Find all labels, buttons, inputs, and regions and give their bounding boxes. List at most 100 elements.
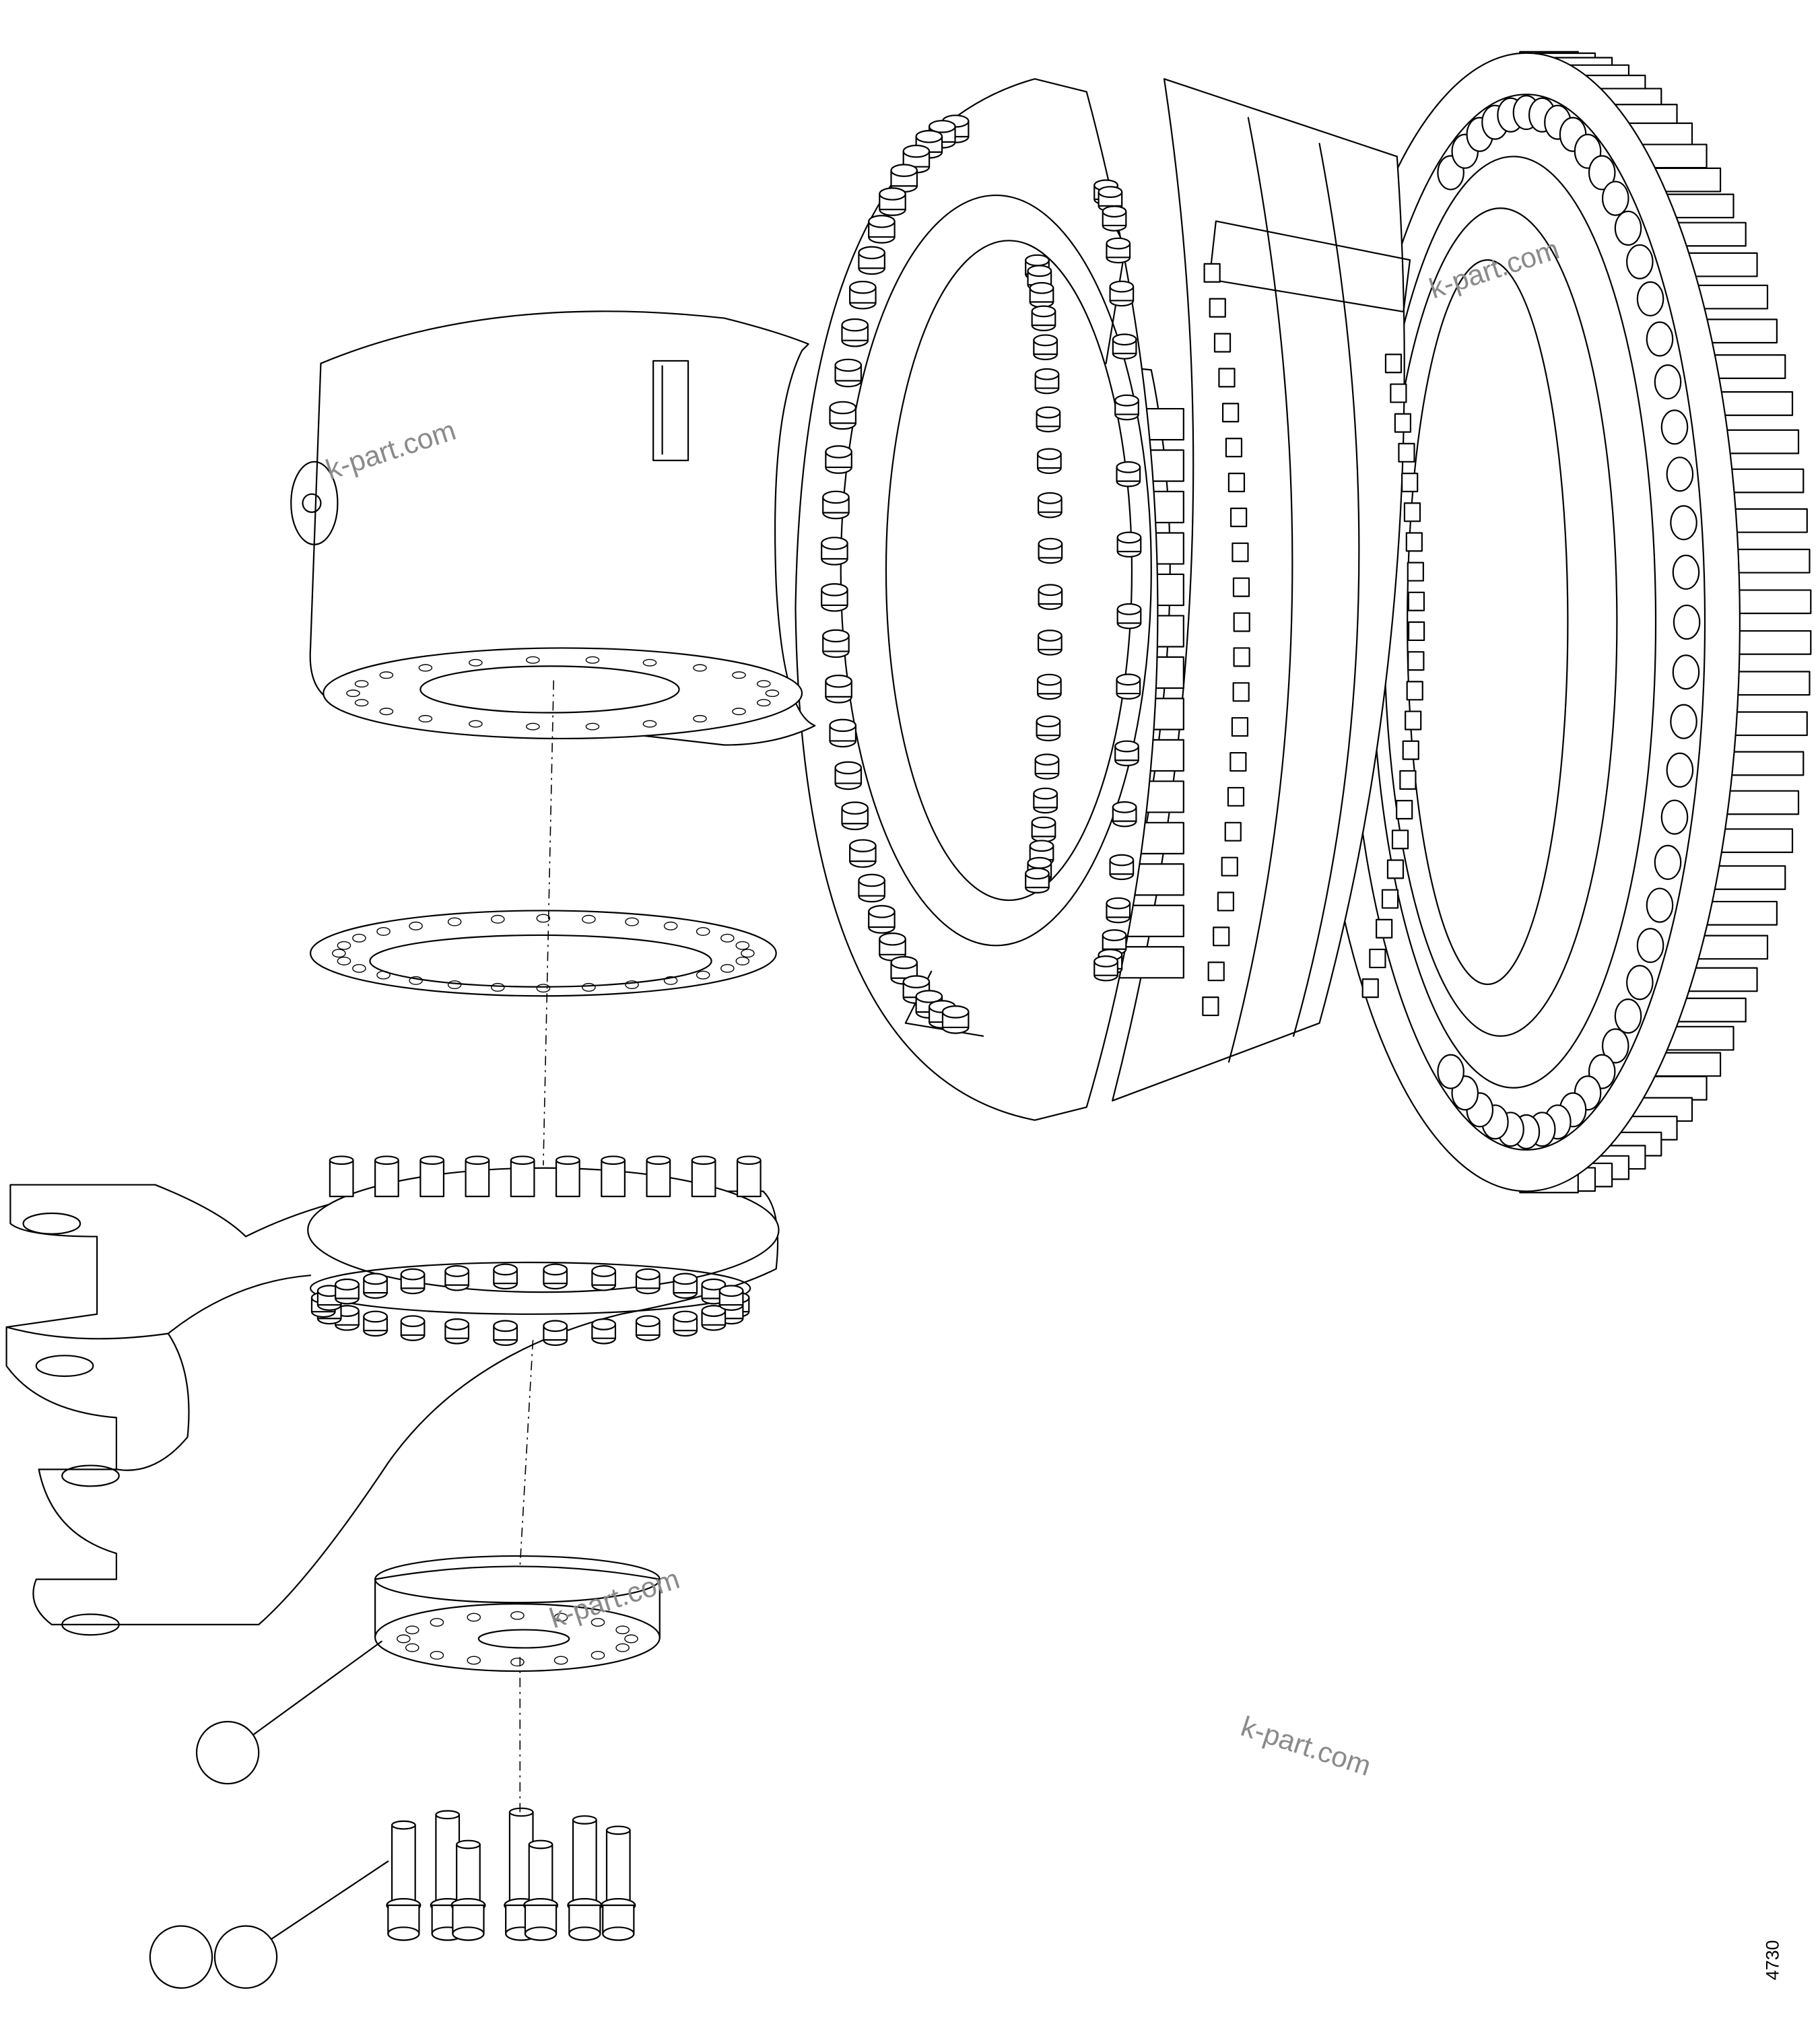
lower-arm-bolts: [312, 1264, 749, 1345]
ring-bolt: [1671, 705, 1696, 739]
ring-bolt: [1615, 211, 1641, 245]
drum-bolt: [1408, 652, 1423, 670]
arm-bolt: [702, 1306, 726, 1330]
drum-bolt: [1218, 893, 1234, 911]
flange-bore: [841, 195, 1151, 945]
flange-bolt: [1038, 493, 1062, 517]
drum-bolt: [1388, 860, 1403, 879]
callout-bolt-2[interactable]: [215, 1861, 388, 1988]
flange-bolt: [1110, 855, 1134, 879]
flange-bolt: [830, 720, 855, 747]
ring-bolt: [1627, 966, 1652, 999]
drum-bolt: [1203, 997, 1218, 1015]
callout-bolt-1[interactable]: [150, 1926, 212, 1988]
drum-bolt: [1407, 533, 1422, 551]
arm-bolt: [401, 1316, 425, 1340]
drum-bolt: [1205, 264, 1220, 282]
drum-bolt: [1210, 299, 1225, 317]
flange-bolt: [1117, 675, 1141, 699]
drum-bolt: [1400, 771, 1415, 789]
drum-bolt: [1402, 473, 1417, 492]
drum-bolt: [1234, 648, 1250, 666]
centre-line-upper: [543, 680, 553, 1165]
drum-bolt: [1223, 403, 1238, 421]
drum-bolt: [1222, 858, 1238, 876]
flange-bolt: [1118, 604, 1141, 628]
flange-bolt: [1115, 741, 1139, 766]
ring-bolt: [1673, 655, 1699, 689]
drum-bolt: [1215, 334, 1230, 352]
arm-stud: [692, 1160, 716, 1196]
bolt: [451, 1841, 485, 1940]
flange-bolt: [1038, 630, 1062, 654]
bolt: [601, 1827, 635, 1940]
arm-bolt: [494, 1264, 517, 1289]
drum-bolt: [1395, 414, 1411, 432]
ring-bolt: [1627, 245, 1652, 279]
arm-bolt: [543, 1264, 567, 1289]
ring-bolt: [1603, 182, 1628, 215]
arm-stud: [647, 1160, 671, 1196]
pivot-boss: [291, 462, 337, 545]
drum-flange-bolts: [1203, 264, 1424, 1015]
drum-bolt: [1405, 712, 1421, 730]
arm-stud: [511, 1160, 535, 1196]
arm-bolt: [720, 1286, 743, 1310]
arm-bolt: [494, 1321, 517, 1345]
flange-bolt: [1094, 956, 1118, 980]
ring-bolt: [1662, 801, 1687, 834]
ring-bolt: [1603, 1029, 1628, 1062]
flange-bolt: [1030, 283, 1054, 307]
arm-bolt: [401, 1269, 425, 1293]
gear-ring-bolts: [1438, 96, 1699, 1149]
drum-bolt: [1408, 563, 1423, 581]
drum-bolt: [1398, 444, 1414, 462]
flange-bolt: [1039, 584, 1063, 609]
gear-tooth: [1726, 590, 1811, 613]
flange-bolt: [1113, 802, 1137, 826]
hub-spoke: [1119, 947, 1184, 978]
arm-bolt: [636, 1316, 660, 1340]
watermark: k-part.com: [1238, 1710, 1375, 1782]
drum-bolt: [1213, 927, 1229, 945]
flange-bolt: [823, 630, 848, 657]
drum-bolt: [1409, 622, 1424, 640]
ring-bolt: [1438, 1055, 1463, 1089]
drum-bolt: [1232, 718, 1248, 736]
centre-line-middle: [520, 1340, 533, 1566]
ring-bolt: [1615, 999, 1641, 1033]
flange-bolt: [850, 281, 875, 308]
ring-bolt: [1662, 410, 1687, 444]
flange-bolt: [1034, 788, 1057, 813]
flange-bolt: [1036, 754, 1059, 778]
callout-spacer[interactable]: [197, 1641, 382, 1784]
locating-key: [653, 361, 688, 461]
arm-stud: [420, 1160, 444, 1196]
ring-bolt: [1638, 928, 1663, 962]
ring-bolt: [1673, 555, 1699, 589]
drum-bolt: [1386, 354, 1401, 372]
flange-bolt: [1110, 281, 1134, 306]
flange-bolt: [879, 933, 905, 960]
ring-bolt: [1638, 282, 1663, 316]
ring-bolt: [1671, 506, 1696, 539]
drum-bolt: [1234, 683, 1249, 701]
flange-bolt: [869, 215, 894, 242]
flange-bolt: [1039, 539, 1063, 563]
bolt: [524, 1841, 558, 1940]
drum-bolt: [1231, 508, 1246, 527]
clevis-hole-3: [62, 1466, 119, 1487]
flange-bolt: [836, 762, 861, 789]
upper-arm: [291, 311, 815, 745]
drum-bolt: [1376, 920, 1392, 938]
flange-bolt: [858, 875, 884, 902]
arm-stud: [601, 1160, 625, 1196]
drum-bolt: [1405, 503, 1420, 521]
ring-bolt: [1589, 156, 1615, 190]
flange-bolt: [879, 188, 905, 215]
drum-bolt: [1219, 368, 1234, 386]
gear-tooth: [1726, 631, 1811, 654]
clevis-hole-1: [24, 1213, 81, 1234]
flange-bolt: [1032, 817, 1056, 842]
